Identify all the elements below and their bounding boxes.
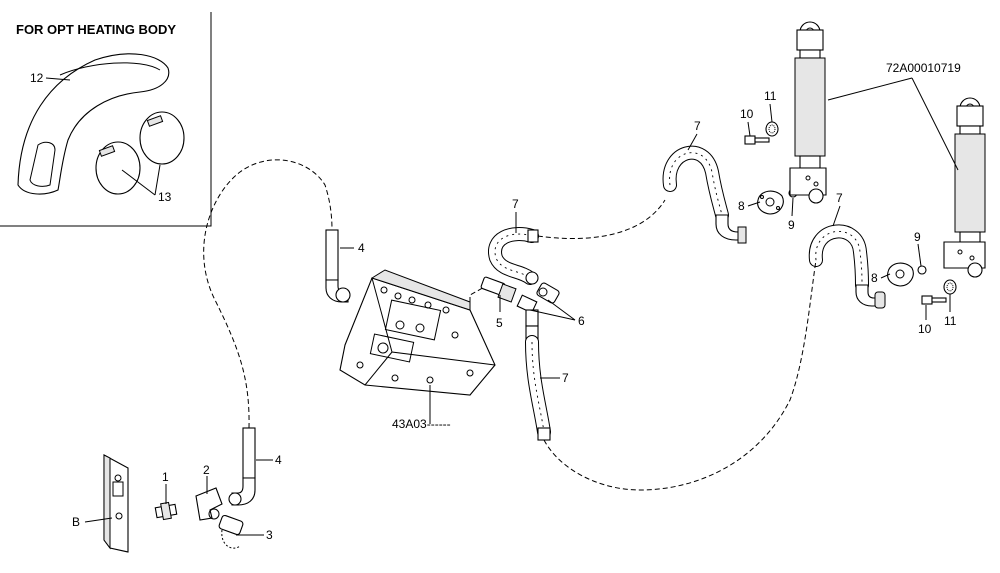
leader-lines bbox=[45, 77, 959, 536]
elbow-fitting-part bbox=[195, 487, 223, 521]
hydraulic-cylinder-left bbox=[789, 21, 827, 204]
lock-washer-11-upper bbox=[765, 121, 779, 137]
callout-6: 6 bbox=[578, 314, 585, 328]
callout-8-upper: 8 bbox=[738, 199, 745, 213]
braided-hose-7-c bbox=[662, 145, 747, 244]
seal-ring-9-lower bbox=[917, 265, 927, 275]
callout-10-lower: 10 bbox=[918, 322, 932, 336]
nipple-fitting-part bbox=[154, 501, 178, 521]
braided-hose-7-b bbox=[525, 325, 551, 441]
callout-7-c: 7 bbox=[694, 119, 701, 133]
lock-washer-11-lower bbox=[943, 279, 957, 295]
frame-bracket-43a03 bbox=[339, 269, 496, 396]
dashed-hose-route-top bbox=[537, 199, 666, 240]
callout-4-lower: 4 bbox=[275, 453, 282, 467]
callout-11-upper: 11 bbox=[764, 89, 777, 103]
hydraulic-cylinder-right bbox=[943, 97, 986, 278]
frame-reference: 43A03------ bbox=[392, 417, 451, 431]
callout-9-lower: 9 bbox=[914, 230, 921, 244]
fitting-part-5 bbox=[480, 276, 517, 303]
inset-frame bbox=[0, 12, 212, 227]
callout-4-upper: 4 bbox=[358, 241, 365, 255]
quick-coupling-part bbox=[218, 514, 244, 549]
braided-hose-7-d bbox=[808, 224, 886, 309]
callout-9-upper: 9 bbox=[788, 218, 795, 232]
callout-7-d: 7 bbox=[836, 191, 843, 205]
callout-10-upper: 10 bbox=[740, 107, 754, 121]
bolt-part-10-lower bbox=[921, 295, 947, 305]
dashed-hose-route-left bbox=[203, 159, 333, 429]
callout-8-lower: 8 bbox=[871, 271, 878, 285]
braided-hose-7-a bbox=[488, 227, 539, 285]
callout-7-b: 7 bbox=[562, 371, 569, 385]
callout-7-a: 7 bbox=[512, 197, 519, 211]
callout-1: 1 bbox=[162, 470, 169, 484]
inset-title: FOR OPT HEATING BODY bbox=[16, 22, 176, 37]
insulation-shell-part bbox=[17, 53, 170, 195]
callout-13: 13 bbox=[158, 190, 172, 204]
callout-labels: 12 13 B 1 2 3 4 4 5 6 7 7 7 7 8 8 9 9 10… bbox=[30, 61, 961, 542]
dashed-hose-route-bottom bbox=[543, 259, 817, 491]
callout-12: 12 bbox=[30, 71, 44, 85]
flange-part-8-upper bbox=[757, 190, 784, 215]
callout-2: 2 bbox=[203, 463, 210, 477]
hose-clamp-parts bbox=[95, 111, 185, 195]
mounting-bracket-b bbox=[103, 454, 129, 553]
callout-3: 3 bbox=[266, 528, 273, 542]
reference-code: 72A00010719 bbox=[886, 61, 961, 75]
callout-b: B bbox=[72, 515, 80, 529]
fitting-part-6 bbox=[516, 282, 560, 327]
flange-part-8-lower bbox=[887, 262, 914, 287]
pipe-part-4-upper bbox=[325, 229, 351, 303]
bolt-part-10-upper bbox=[744, 135, 770, 145]
callout-5: 5 bbox=[496, 316, 503, 330]
callout-11-lower: 11 bbox=[944, 314, 957, 328]
pipe-part-4-lower bbox=[228, 427, 256, 506]
